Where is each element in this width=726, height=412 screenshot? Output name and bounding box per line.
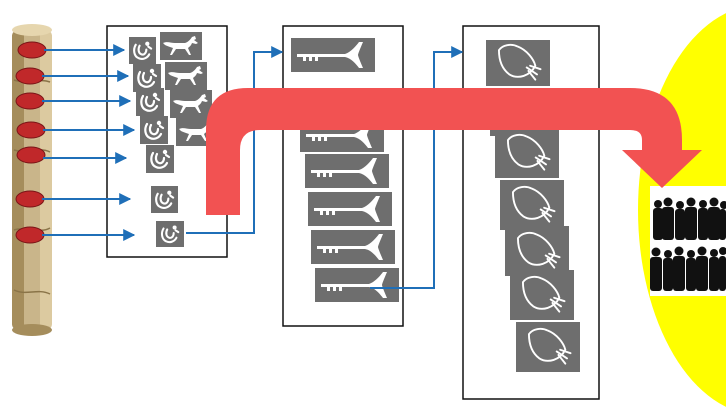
seal-impression-icon: [151, 186, 178, 213]
seal-impression-icon: [136, 88, 164, 116]
seal-icon: [16, 146, 46, 164]
key-symbol-icon: [308, 192, 392, 226]
cloth-symbol-icon: [510, 270, 574, 320]
seal-icon: [17, 41, 47, 59]
horse-icon: [160, 32, 202, 60]
cloth-symbol-icon: [505, 226, 569, 276]
seal-impression-icon: [156, 221, 184, 247]
connector-box1-to-box2: [186, 46, 284, 234]
cloth-symbol-icon: [495, 128, 559, 178]
key-symbol-icon: [315, 268, 399, 302]
impression-tiles: [129, 37, 184, 247]
seal-impression-icon: [129, 37, 156, 64]
seal-icon: [16, 121, 46, 139]
horse-icon: [165, 62, 207, 90]
key-tiles: [291, 38, 399, 302]
seal-icon: [15, 226, 45, 244]
cloth-symbol-icon: [500, 180, 564, 230]
big-arrow: [206, 88, 702, 215]
crowd-icon: [650, 186, 726, 296]
horse-icon: [170, 90, 212, 118]
key-symbol-icon: [311, 230, 395, 264]
key-symbol-icon: [291, 38, 375, 72]
seal-arrows: [42, 44, 136, 241]
seal-impression-icon: [146, 145, 174, 173]
key-symbol-icon: [305, 154, 389, 188]
cloth-symbol-icon: [486, 40, 550, 86]
cloth-symbol-icon: [516, 322, 580, 372]
seal-icon: [15, 67, 45, 85]
connector-box2-to-box3: [370, 46, 464, 289]
seal-icon: [15, 92, 45, 110]
cloth-tiles: [486, 40, 580, 372]
seal-icon: [15, 190, 45, 208]
seal-impression-icon: [133, 64, 161, 92]
seal-impression-icon: [140, 116, 168, 144]
